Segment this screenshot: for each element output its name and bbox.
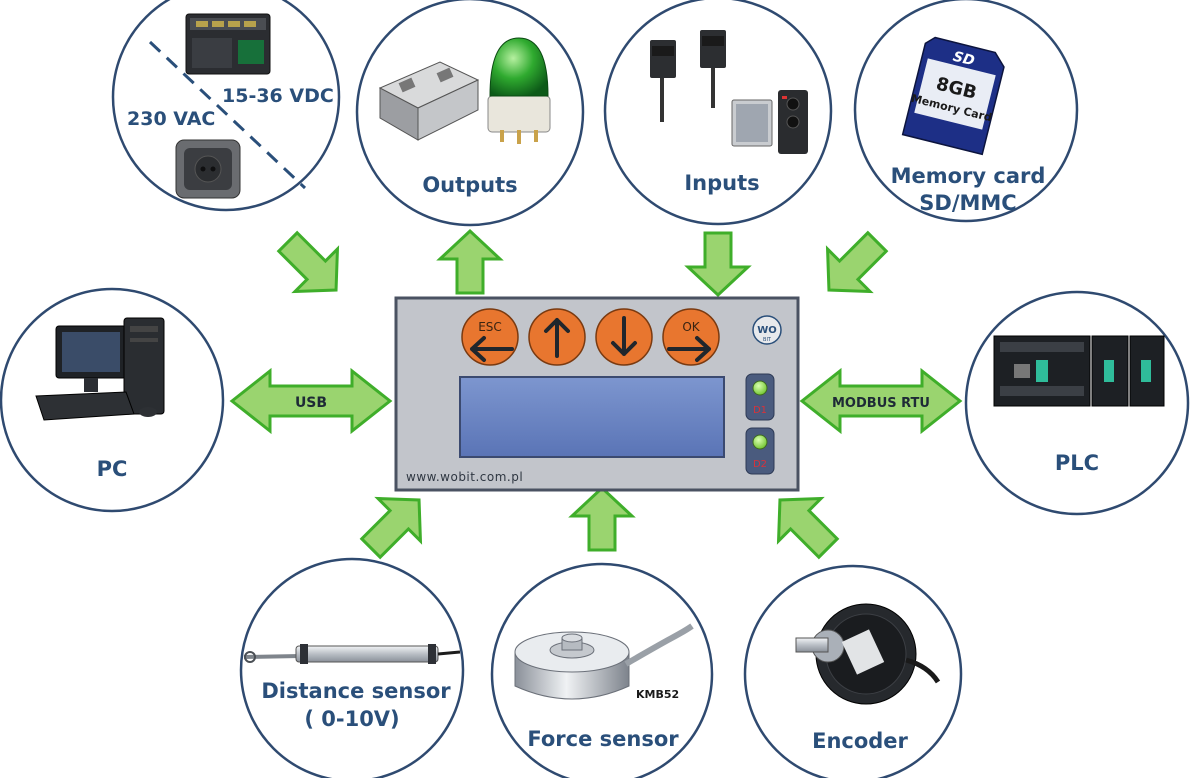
- linear-potentiometer-image: [243, 644, 461, 664]
- ok-button-caption: OK: [682, 320, 700, 334]
- arrow-power-to-device: [276, 230, 340, 294]
- pc-label: PC: [97, 457, 128, 481]
- esc-button[interactable]: ESC: [461, 308, 519, 366]
- reflective-sensor-image: [778, 90, 808, 154]
- wall-socket-image: [175, 139, 241, 199]
- power-divider: [148, 40, 307, 190]
- encoder-label: Encoder: [812, 729, 908, 753]
- distance-sensor-label-1: Distance sensor: [261, 679, 451, 703]
- load-cell-image: [514, 623, 694, 700]
- esc-button-caption: ESC: [478, 320, 502, 334]
- node-memory-card: SD 8GB Memory Card Memory card SD/MMC: [853, 0, 1079, 223]
- memory-card-label-1: Memory card: [891, 164, 1046, 188]
- outputs-label: Outputs: [422, 173, 517, 197]
- power-supply-image: [185, 13, 271, 75]
- arrow-up-icon: [544, 318, 570, 358]
- power-ac-label: 230 VAC: [127, 108, 215, 130]
- distance-sensor-label-2: ( 0-10V): [304, 707, 399, 731]
- node-power: 15-36 VDC 230 VAC: [111, 0, 341, 212]
- logo-subtext: BIT: [763, 337, 772, 343]
- arrow-right-icon: [667, 336, 711, 362]
- node-outputs: Outputs: [355, 0, 585, 227]
- force-sensor-model: KMB52: [636, 688, 679, 701]
- arrow-force-to-device: [568, 485, 636, 552]
- led-d2: D2: [745, 427, 775, 475]
- device-url: www.wobit.com.pl: [406, 470, 523, 484]
- solid-state-relay-image: [378, 61, 480, 141]
- node-inputs: Inputs: [603, 0, 833, 226]
- power-dc-label: 15-36 VDC: [222, 85, 334, 107]
- modbus-label: MODBUS RTU: [832, 396, 930, 411]
- arrow-device-to-outputs: [436, 228, 504, 295]
- plc-label: PLC: [1055, 451, 1099, 475]
- arrow-distance-to-device: [359, 496, 423, 560]
- arrow-modbus: [799, 367, 963, 435]
- arrow-usb: [229, 367, 393, 435]
- ok-button[interactable]: OK: [662, 308, 720, 366]
- up-button[interactable]: [528, 308, 586, 366]
- arrow-left-icon: [470, 336, 514, 362]
- computer-image: [35, 317, 165, 421]
- node-distance-sensor: Distance sensor ( 0-10V): [239, 557, 465, 778]
- rotary-encoder-image: [795, 603, 941, 705]
- inputs-label: Inputs: [684, 171, 759, 195]
- arrow-down-icon: [611, 316, 637, 356]
- sd-card-image: SD 8GB Memory Card: [901, 36, 1005, 156]
- plc-image: [993, 335, 1165, 407]
- reflector-image: [731, 99, 773, 147]
- node-force-sensor: KMB52 Force sensor: [490, 562, 714, 778]
- led-d2-label: D2: [753, 459, 767, 470]
- node-pc: PC: [0, 287, 225, 513]
- photoelectric-sensor-image: [650, 30, 726, 122]
- arrow-inputs-to-device: [684, 231, 752, 298]
- signal-lamp-image: [487, 37, 551, 144]
- logo-text: WO: [757, 325, 777, 336]
- arrow-memory-to-device: [825, 230, 889, 294]
- lcd-display: [459, 376, 725, 458]
- node-encoder: Encoder: [743, 564, 963, 778]
- arrow-encoder-to-device: [776, 496, 840, 560]
- led-d1: D1: [745, 373, 775, 421]
- sd-logo: SD: [951, 49, 976, 70]
- force-sensor-label: Force sensor: [527, 727, 679, 751]
- node-plc: PLC: [964, 290, 1190, 516]
- led-d1-label: D1: [753, 405, 767, 416]
- memory-card-label-2: SD/MMC: [919, 191, 1016, 215]
- wobit-logo: WO BIT: [752, 315, 782, 345]
- controller-device: ESC OK WO BIT D1: [394, 296, 800, 492]
- down-button[interactable]: [595, 308, 653, 366]
- usb-label: USB: [295, 395, 327, 411]
